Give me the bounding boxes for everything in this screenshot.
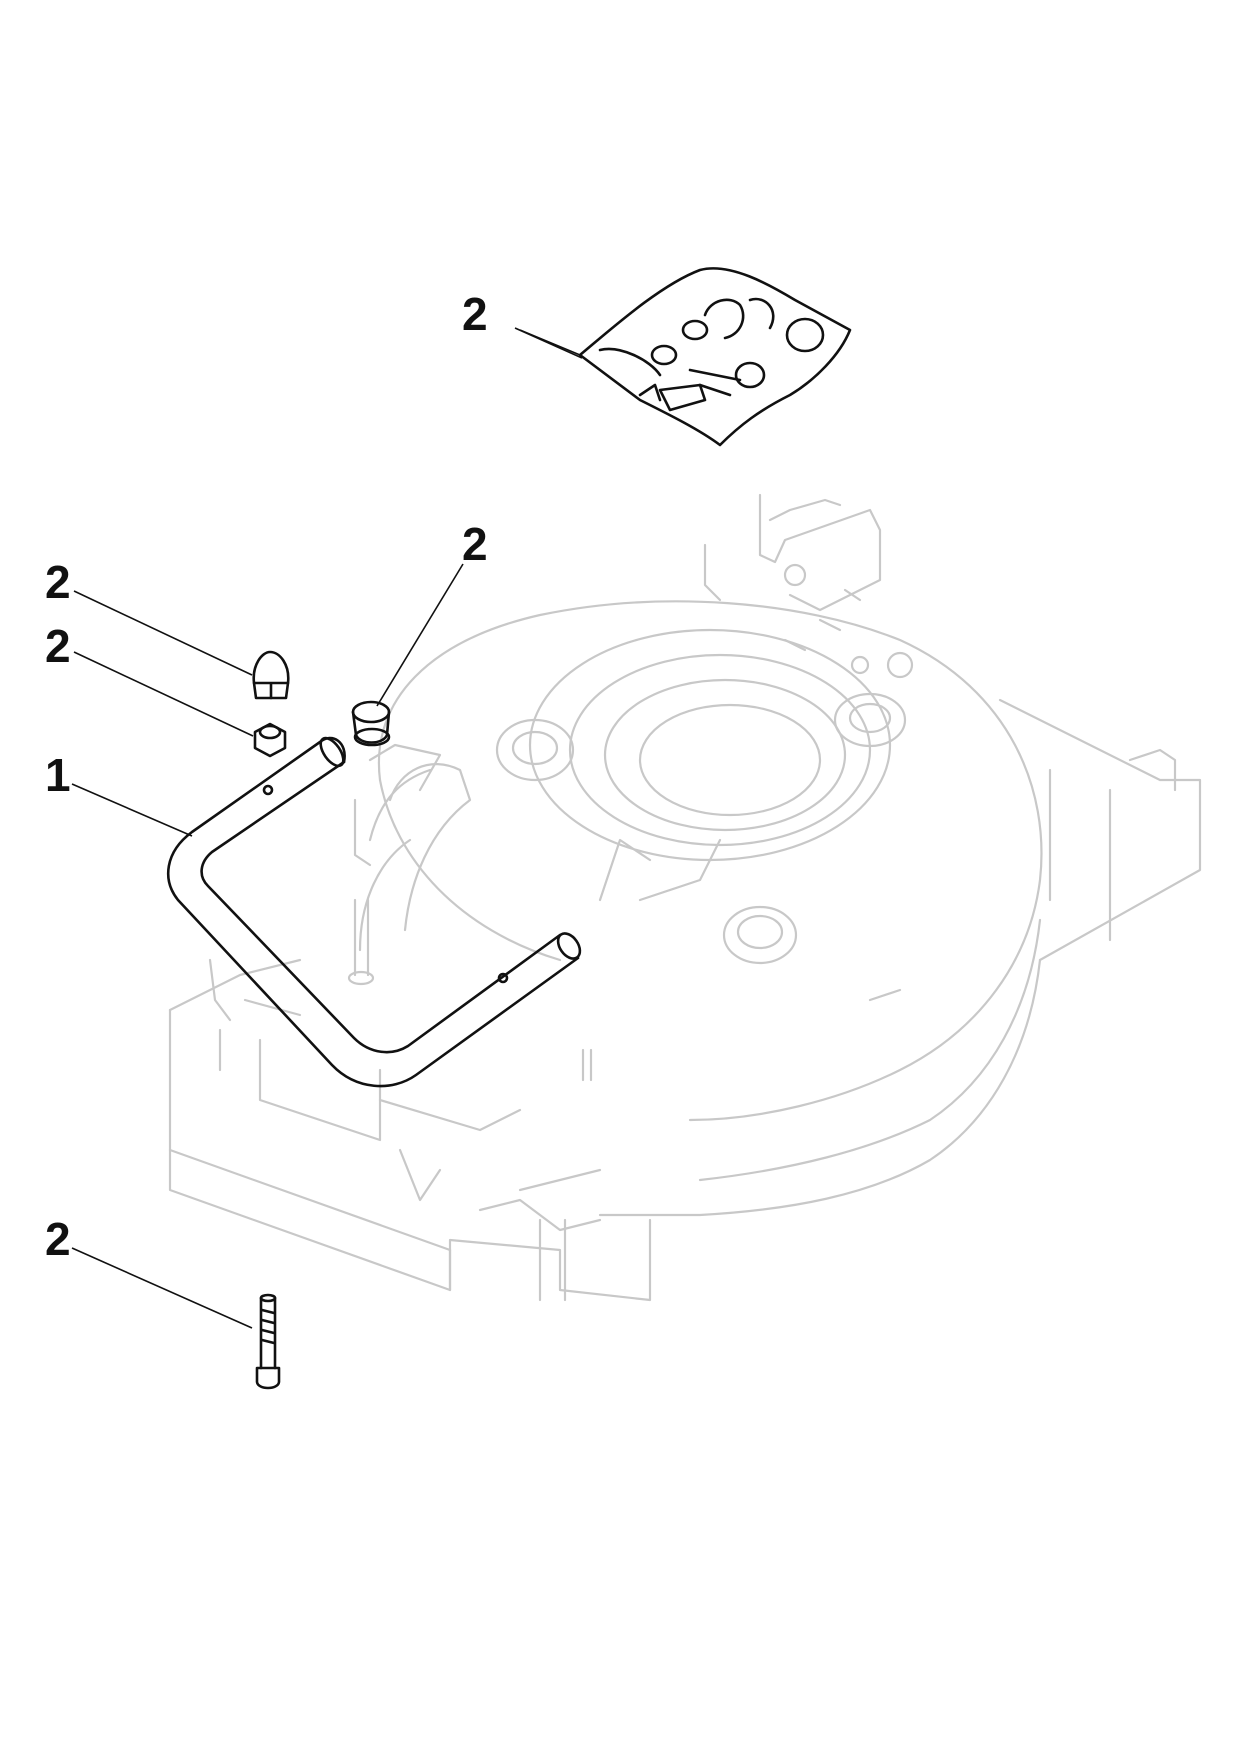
handle-bar [166, 736, 582, 1088]
plug [351, 700, 391, 747]
callout-labels: 2 2 2 2 1 2 [45, 288, 488, 1265]
callout-lock-nut: 2 [45, 620, 71, 672]
bolt [255, 1293, 281, 1390]
leader-handle [71, 783, 193, 837]
leader-bag [514, 327, 583, 359]
leader-bolt [71, 1247, 253, 1329]
cap-nut [252, 650, 290, 700]
callout-plug: 2 [462, 518, 488, 570]
mower-deck-outline [168, 493, 1202, 1302]
leader-lines [71, 327, 583, 1329]
callout-cap-nut: 2 [45, 556, 71, 608]
lock-nut [253, 722, 287, 758]
leader-cap-nut [73, 590, 253, 676]
leader-plug [376, 563, 464, 707]
callout-bolt: 2 [45, 1213, 71, 1265]
callout-handle: 1 [45, 749, 71, 801]
hardware-bag [578, 267, 852, 447]
leader-lock-nut [73, 651, 254, 737]
callout-bag: 2 [462, 288, 488, 340]
